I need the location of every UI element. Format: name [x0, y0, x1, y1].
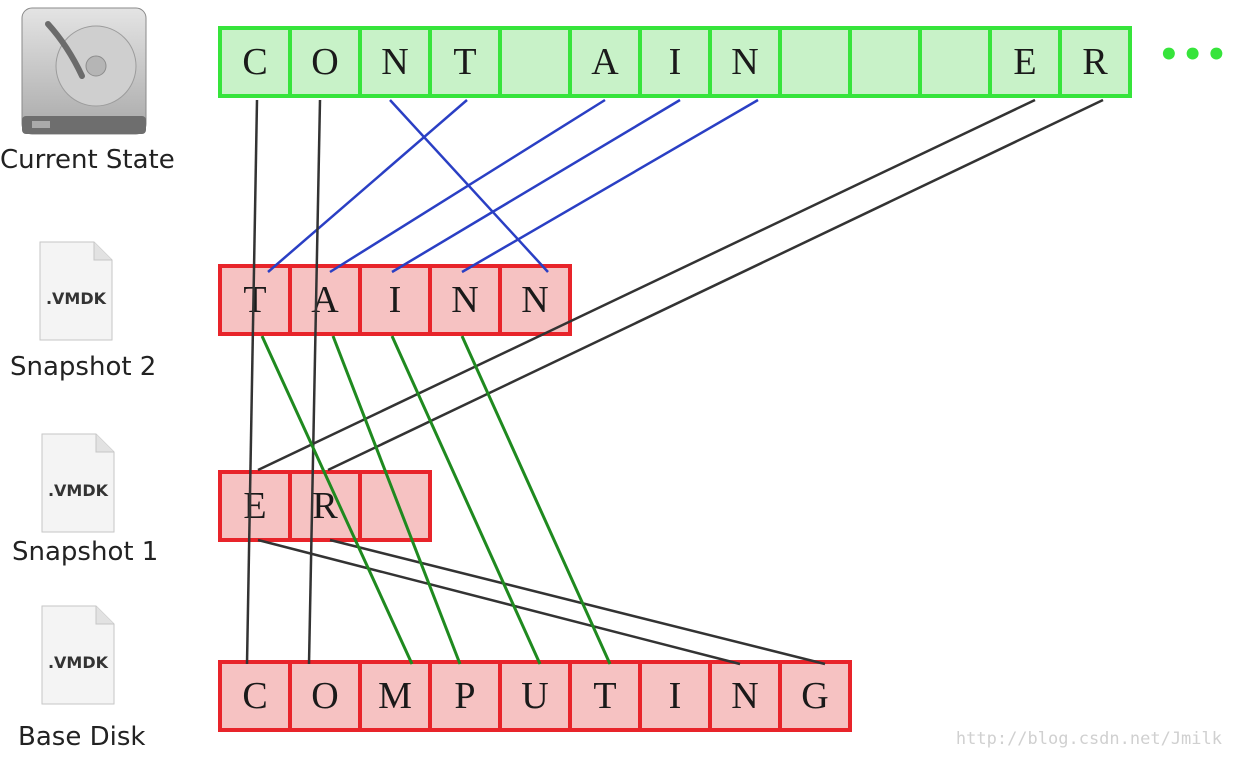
block-cell: G [782, 664, 848, 728]
file-icon-label: .VMDK [48, 653, 109, 672]
connector-line [329, 98, 606, 274]
block-cell [362, 474, 428, 538]
block-cell: N [502, 268, 568, 332]
block-cell: P [432, 664, 498, 728]
block-cell: R [292, 474, 358, 538]
connector-line [267, 99, 468, 273]
connector-line [307, 99, 322, 665]
connector-line [245, 99, 259, 665]
connector-line [391, 98, 681, 274]
block-cell: N [432, 268, 498, 332]
hard-disk-icon [21, 7, 147, 135]
connector-line [329, 538, 826, 666]
block-cell [502, 30, 568, 94]
connector-line [389, 99, 549, 273]
watermark-text: http://blog.csdn.net/Jmilk [955, 729, 1222, 749]
block-cell: N [712, 664, 778, 728]
block-cell: O [292, 664, 358, 728]
snapshot-2-label: Snapshot 2 [10, 352, 157, 382]
block-cell: E [992, 30, 1058, 94]
snapshot-1-label: Snapshot 1 [12, 537, 159, 567]
snapshot-2-blocks: T A I N N [218, 264, 572, 336]
block-cell: U [502, 664, 568, 728]
current-state-label: Current State [0, 145, 175, 175]
snapshot-1-blocks: E R [218, 470, 432, 542]
connector-line [460, 335, 612, 665]
base-disk-blocks: C O M P U T I N G [218, 660, 852, 732]
block-cell: C [222, 30, 288, 94]
block-cell: N [712, 30, 778, 94]
block-cell: T [432, 30, 498, 94]
block-cell: A [292, 268, 358, 332]
block-cell: O [292, 30, 358, 94]
vmdk-file-icon: .VMDK [36, 240, 116, 342]
continuation-dots: ••• [1158, 35, 1230, 75]
block-cell: I [642, 30, 708, 94]
base-disk-label: Base Disk [18, 722, 146, 752]
block-cell [852, 30, 918, 94]
block-cell: A [572, 30, 638, 94]
file-icon-label: .VMDK [46, 289, 107, 308]
block-cell: T [572, 664, 638, 728]
vmdk-file-icon: .VMDK [38, 604, 118, 706]
block-cell: C [222, 664, 288, 728]
connector-line [257, 538, 741, 666]
block-cell: E [222, 474, 288, 538]
block-cell: M [362, 664, 428, 728]
file-icon-label: .VMDK [48, 481, 109, 500]
block-cell: R [1062, 30, 1128, 94]
block-cell [782, 30, 848, 94]
connector-line [461, 98, 759, 274]
block-cell: N [362, 30, 428, 94]
block-cell: T [222, 268, 288, 332]
current-state-blocks: C O N T A I N E R [218, 26, 1132, 98]
block-cell: I [362, 268, 428, 332]
vmdk-file-icon: .VMDK [38, 432, 118, 534]
block-cell: I [642, 664, 708, 728]
block-cell [922, 30, 988, 94]
